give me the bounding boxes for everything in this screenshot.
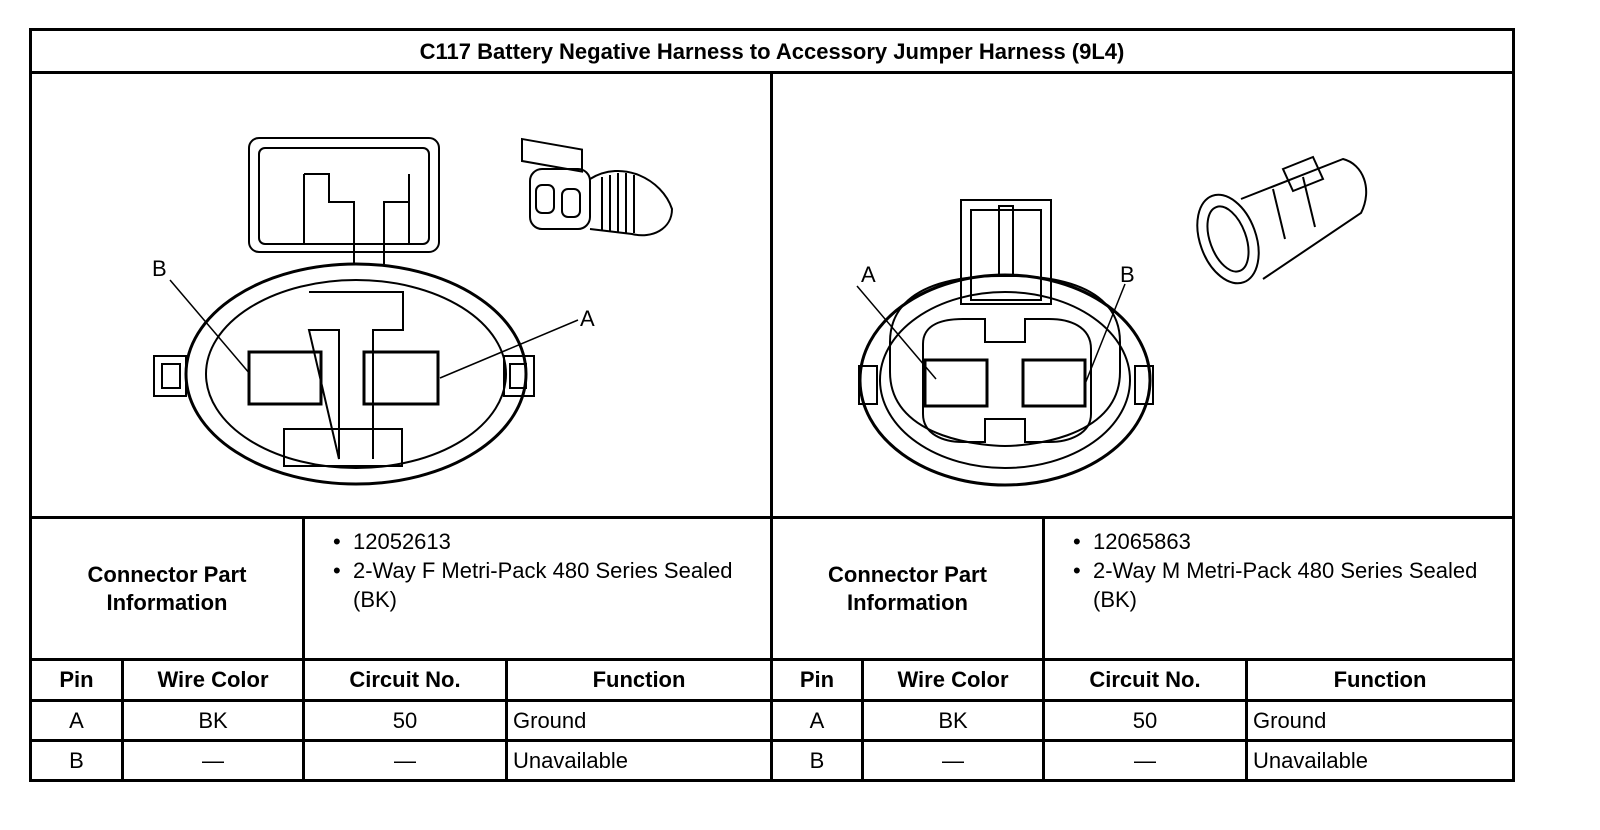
table-cell: Ground bbox=[513, 707, 587, 733]
pin-label: B bbox=[152, 256, 167, 281]
divider bbox=[1042, 516, 1045, 779]
table-cell: — bbox=[394, 747, 416, 773]
divider bbox=[302, 516, 305, 779]
connector-part-info-label: Connector Part Information bbox=[87, 561, 247, 615]
table-cell: A bbox=[69, 707, 84, 733]
column-header-function: Function bbox=[592, 667, 686, 692]
table-cell: A bbox=[809, 707, 825, 733]
female-connector-face-view: B A bbox=[152, 137, 674, 486]
part-info-list: •12052613 •2-Way F Metri-Pack 480 Series… bbox=[305, 527, 770, 614]
divider bbox=[505, 658, 508, 779]
divider bbox=[861, 658, 864, 779]
column-header-pin: Pin bbox=[799, 667, 835, 692]
part-description: 2-Way F Metri-Pack 480 Series Sealed (BK… bbox=[353, 558, 733, 612]
divider bbox=[32, 699, 1512, 702]
column-header-circuit: Circuit No. bbox=[349, 667, 461, 692]
male-connector-face-view: A B bbox=[856, 155, 1368, 487]
divider bbox=[770, 71, 773, 779]
column-header-function: Function bbox=[1333, 667, 1427, 692]
page-title: C117 Battery Negative Harness to Accesso… bbox=[419, 39, 1125, 64]
table-cell: Unavailable bbox=[513, 747, 628, 773]
list-item: •12052613 bbox=[305, 527, 770, 556]
table-cell: B bbox=[809, 747, 825, 773]
column-header-pin: Pin bbox=[59, 667, 94, 692]
table-cell: Ground bbox=[1253, 707, 1327, 733]
table-cell: — bbox=[942, 747, 964, 773]
part-number: 12052613 bbox=[353, 529, 451, 554]
table-cell: Unavailable bbox=[1253, 747, 1368, 773]
list-item: •2-Way F Metri-Pack 480 Series Sealed (B… bbox=[305, 556, 770, 614]
list-item: •2-Way M Metri-Pack 480 Series Sealed (B… bbox=[1045, 556, 1510, 614]
divider bbox=[1245, 658, 1248, 779]
table-cell: BK bbox=[938, 707, 968, 733]
divider bbox=[32, 739, 1512, 742]
connector-sheet: C117 Battery Negative Harness to Accesso… bbox=[29, 28, 1515, 782]
table-cell: 50 bbox=[392, 707, 418, 733]
part-description: 2-Way M Metri-Pack 480 Series Sealed (BK… bbox=[1093, 558, 1478, 612]
divider bbox=[32, 516, 1512, 519]
divider bbox=[121, 658, 124, 779]
table-cell: BK bbox=[198, 707, 228, 733]
column-header-circuit: Circuit No. bbox=[1089, 667, 1201, 692]
pin-label: B bbox=[1120, 262, 1135, 287]
table-cell: — bbox=[202, 747, 224, 773]
column-header-wire-color: Wire Color bbox=[157, 667, 269, 692]
table-cell: — bbox=[1134, 747, 1156, 773]
pin-label: A bbox=[580, 306, 595, 331]
column-header-wire-color: Wire Color bbox=[897, 667, 1009, 692]
connector-part-info-label: Connector Part Information bbox=[828, 561, 987, 615]
table-cell: B bbox=[69, 747, 84, 773]
divider bbox=[32, 658, 1512, 661]
pin-label: A bbox=[861, 262, 876, 287]
list-item: •12065863 bbox=[1045, 527, 1510, 556]
part-info-list: •12065863 •2-Way M Metri-Pack 480 Series… bbox=[1045, 527, 1510, 614]
part-number: 12065863 bbox=[1093, 529, 1191, 554]
table-cell: 50 bbox=[1132, 707, 1158, 733]
